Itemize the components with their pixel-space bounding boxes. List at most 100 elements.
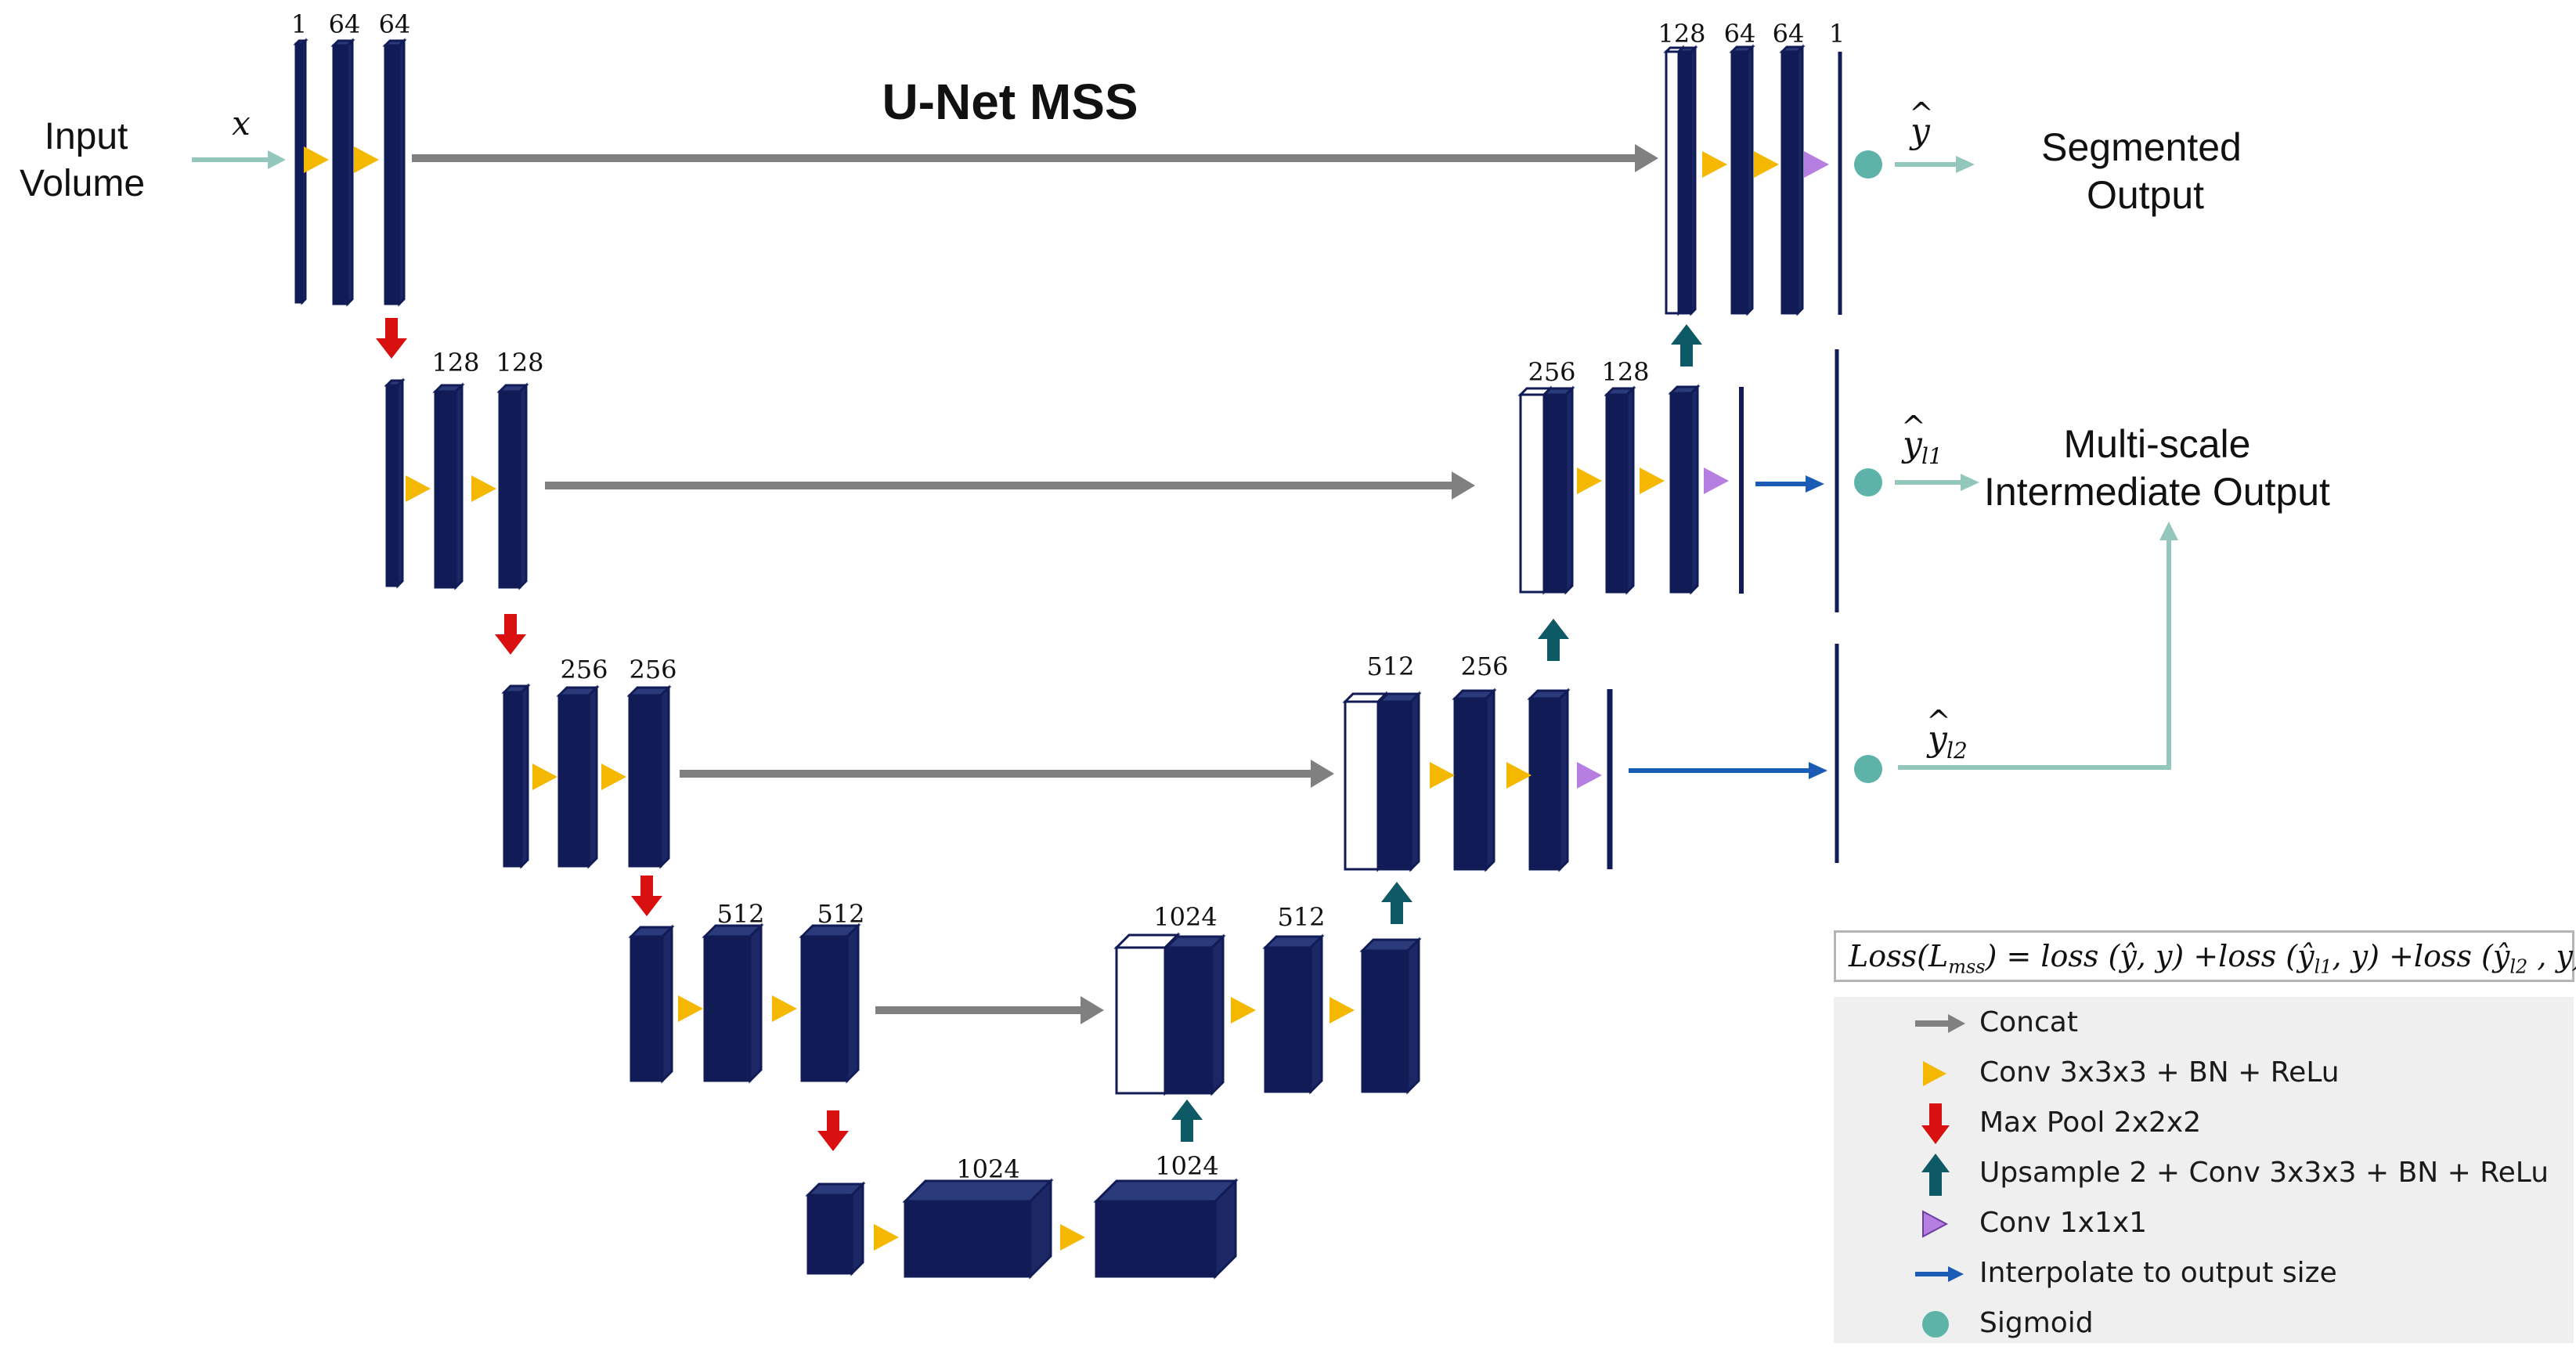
- legend: Concat Conv 3x3x3 + BN + ReLu Max Pool 2…: [1834, 997, 2574, 1343]
- feature-block: [1452, 688, 1497, 872]
- block-front: [294, 42, 304, 304]
- legend-label: Interpolate to output size: [1979, 1257, 2337, 1289]
- channel-label: 64: [1773, 19, 1805, 49]
- channel-label: 128: [431, 348, 479, 377]
- channel-labels: 1 64 64 128 128 256 256 512 512 1024 102…: [291, 9, 1845, 1184]
- block-front: [1165, 946, 1214, 1095]
- loss-equation: Loss(Lmss) = loss (ŷ, y) +loss (ŷl1, y) …: [1849, 939, 2576, 978]
- block-front: [1361, 949, 1409, 1093]
- block-front: [1344, 700, 1380, 871]
- block-front: [1264, 946, 1312, 1093]
- block-side: [749, 923, 763, 1084]
- conv-triangle: [1640, 468, 1665, 494]
- feature-block: [902, 1178, 1054, 1280]
- block-front: [557, 694, 590, 868]
- conv-triangle: [1060, 1224, 1085, 1251]
- legend-label: Conv 1x1x1: [1979, 1207, 2148, 1239]
- block-side: [846, 923, 860, 1084]
- conv-triangle: [471, 475, 496, 502]
- conv-triangle: [406, 475, 431, 502]
- conv1x1-triangle: [1704, 468, 1729, 494]
- feature-block: [1527, 688, 1571, 872]
- legend-label: Upsample 2 + Conv 3x3x3 + BN + ReLu: [1979, 1157, 2549, 1189]
- block-front: [904, 1200, 1032, 1278]
- feature-block: [1376, 691, 1422, 872]
- feature-block: [1262, 933, 1325, 1095]
- connections: [412, 52, 2178, 1024]
- diagram-title: U-Net MSS: [882, 74, 1138, 130]
- channel-label: 128: [1601, 357, 1649, 387]
- channel-label: 1024: [1153, 902, 1217, 932]
- loss-sub-l2: l2: [2509, 955, 2528, 978]
- channel-label: 1: [1829, 19, 1845, 49]
- y-hat-l1-sub: l1: [1921, 443, 1943, 469]
- block-front: [1669, 392, 1693, 594]
- interpolate-arrow-head: [1806, 475, 1824, 493]
- loss-sub-l1: l1: [2314, 955, 2332, 978]
- segmented-output-line1: Segmented: [2041, 125, 2242, 169]
- teal-up-arrow-icon: [1921, 1154, 1950, 1196]
- feature-block: [1093, 1178, 1239, 1280]
- conv1x1-triangle: [1804, 151, 1829, 178]
- maxpool-arrow-head: [376, 338, 407, 359]
- l2-output-path: [1898, 536, 2171, 770]
- block-front: [498, 390, 521, 589]
- block-front: [503, 691, 523, 868]
- channel-label: 256: [560, 655, 608, 684]
- block-side: [661, 924, 673, 1084]
- block-front: [1453, 697, 1488, 871]
- feature-block: [330, 38, 355, 307]
- feature-block: [293, 38, 308, 305]
- conv-triangle: [1329, 997, 1355, 1024]
- feature-block: [384, 377, 406, 589]
- loss-mid: , y) +loss (ŷ: [2332, 939, 2510, 973]
- block-top: [902, 1179, 1054, 1203]
- conv-triangle: [678, 995, 703, 1022]
- channel-label: 256: [1528, 357, 1575, 387]
- legend-label: Sigmoid: [1979, 1307, 2094, 1339]
- y-hat-l2-sub: l2: [1946, 738, 1968, 764]
- feature-block: [1164, 933, 1226, 1096]
- legend-item-maxpool: Max Pool 2x2x2: [1834, 1099, 2574, 1149]
- l2-output-arrow-head: [2159, 522, 2178, 540]
- sigmoid-circle: [1854, 755, 1882, 783]
- conv-triangle: [532, 764, 557, 790]
- legend-item-upsample: Upsample 2 + Conv 3x3x3 + BN + ReLu: [1834, 1149, 2574, 1199]
- feature-block: [805, 1181, 866, 1276]
- feature-block: [1541, 385, 1575, 595]
- blue-arrow-icon: [1915, 1266, 1964, 1282]
- channel-label: 128: [1658, 19, 1705, 49]
- input-arrow: [192, 150, 286, 169]
- feature-blocks: [293, 38, 1806, 1280]
- upsample-arrow: [1680, 343, 1693, 366]
- channel-label: 512: [1366, 652, 1414, 681]
- conv-triangle: [1430, 762, 1455, 789]
- maxpool-arrow: [827, 1110, 839, 1134]
- maxpool-arrow: [640, 876, 653, 899]
- block-front: [628, 694, 662, 868]
- upsample-arrow-head: [1381, 882, 1412, 902]
- legend-label: Concat: [1979, 1006, 2078, 1038]
- loss-lhs-sub: mss: [1948, 955, 1986, 978]
- teal-circle-icon: [1922, 1311, 1949, 1338]
- channel-label: 512: [1277, 902, 1325, 932]
- maxpool-arrow-head: [495, 634, 526, 655]
- hat-mark: ^: [1926, 704, 1951, 738]
- feature-block: [1676, 45, 1698, 316]
- block-side: [1406, 937, 1420, 1095]
- yellow-triangle-icon: [1923, 1061, 1946, 1086]
- conv1x1-triangle: [1577, 762, 1602, 789]
- block-front: [332, 44, 349, 305]
- loss-rhs: ) = loss (ŷ, y) +loss (ŷ: [1985, 939, 2314, 973]
- block-front: [703, 935, 752, 1082]
- concat-arrow-head: [1081, 996, 1104, 1024]
- loss-end: , y): [2537, 939, 2576, 973]
- loss-equation-box: Loss(Lmss) = loss (ŷ, y) +loss (ŷl1, y) …: [1834, 930, 2576, 982]
- block-front: [1378, 700, 1412, 871]
- feature-block: [382, 38, 407, 307]
- channel-label: 64: [1724, 19, 1756, 49]
- interpolate-arrow-head: [1809, 762, 1827, 779]
- block-front: [1095, 1200, 1217, 1278]
- block-front: [1542, 393, 1568, 594]
